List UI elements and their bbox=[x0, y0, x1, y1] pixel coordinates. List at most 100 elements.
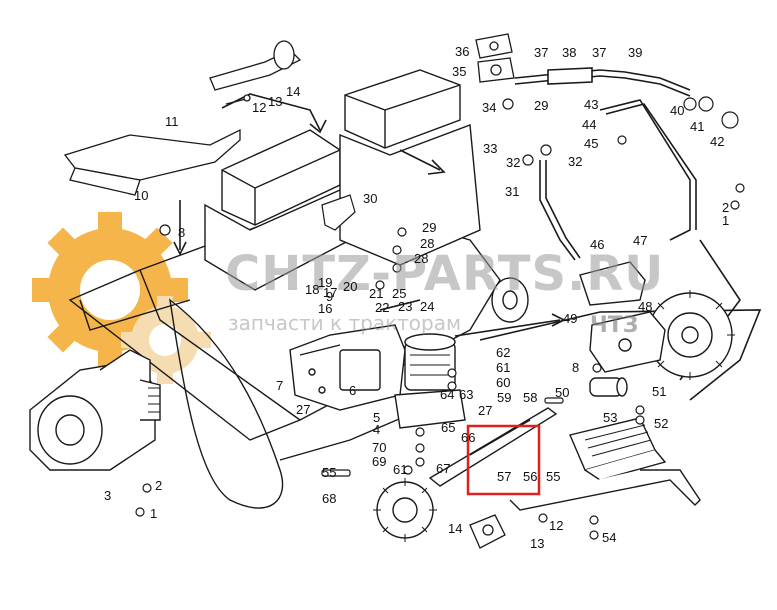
direction-arrows bbox=[173, 93, 762, 401]
gear-wheel-48 bbox=[645, 290, 735, 380]
callout-53: 53 bbox=[603, 410, 617, 425]
chassis-frame bbox=[68, 199, 501, 509]
callout-55: 55 bbox=[546, 469, 560, 484]
callout-69: 69 bbox=[372, 454, 386, 469]
callout-49: 49 bbox=[563, 311, 577, 326]
watermark-tagline: запчасти к тракторам bbox=[228, 311, 461, 335]
callout-48: 48 bbox=[638, 299, 652, 314]
callout-6: 6 bbox=[349, 383, 356, 398]
fuel-tank-left bbox=[204, 129, 351, 291]
callout-27: 27 bbox=[478, 403, 492, 418]
callout-8: 8 bbox=[572, 360, 579, 375]
callout-56: 56 bbox=[523, 469, 537, 484]
callout-51: 51 bbox=[652, 384, 666, 399]
gear-wheel-68 bbox=[373, 478, 437, 542]
callout-24: 24 bbox=[420, 299, 434, 314]
callout-21: 21 bbox=[369, 286, 383, 301]
callout-66: 66 bbox=[461, 430, 475, 445]
callout-44: 44 bbox=[582, 117, 596, 132]
fasteners bbox=[135, 96, 745, 540]
callout-32: 32 bbox=[568, 154, 582, 169]
callout-57: 57 bbox=[497, 469, 511, 484]
callout-52: 52 bbox=[654, 416, 668, 431]
pipes-upper-right bbox=[514, 67, 697, 261]
callout-43: 43 bbox=[584, 97, 598, 112]
callout-18: 18 bbox=[305, 282, 319, 297]
callout-12: 12 bbox=[252, 100, 266, 115]
filter-canister bbox=[394, 333, 466, 429]
callout-33: 33 bbox=[483, 141, 497, 156]
watermark-site: CHTZ-PARTS.RU bbox=[225, 246, 664, 302]
callout-40: 40 bbox=[670, 103, 684, 118]
callout-45: 45 bbox=[584, 136, 598, 151]
callout-58: 58 bbox=[523, 390, 537, 405]
callout-1: 1 bbox=[150, 506, 157, 521]
callout-14: 14 bbox=[286, 84, 300, 99]
callout-60: 60 bbox=[496, 375, 510, 390]
callout-11: 11 bbox=[165, 114, 179, 129]
highlight-box bbox=[466, 424, 541, 496]
callout-62: 62 bbox=[496, 345, 510, 360]
callout-20: 20 bbox=[343, 279, 357, 294]
callout-28: 28 bbox=[414, 251, 428, 266]
callout-37: 37 bbox=[534, 45, 548, 60]
callout-1: 1 bbox=[722, 213, 729, 228]
gear-logo-icon bbox=[32, 212, 211, 384]
callout-16: 16 bbox=[318, 301, 332, 316]
callout-14: 14 bbox=[448, 521, 462, 536]
bracket-plate-46 bbox=[579, 261, 646, 306]
callout-22: 22 bbox=[375, 300, 389, 315]
callout-2: 2 bbox=[722, 200, 729, 215]
callout-70: 70 bbox=[372, 440, 386, 455]
callout-68: 68 bbox=[322, 491, 336, 506]
callout-36: 36 bbox=[455, 44, 469, 59]
callout-9: 9 bbox=[326, 289, 333, 304]
foot-pedal-53 bbox=[509, 417, 701, 511]
callout-41: 41 bbox=[690, 119, 704, 134]
callout-65: 65 bbox=[441, 420, 455, 435]
callout-55: 55 bbox=[322, 465, 336, 480]
callout-13: 13 bbox=[530, 536, 544, 551]
callout-54: 54 bbox=[602, 530, 616, 545]
callout-10: 10 bbox=[134, 188, 148, 203]
callout-63: 63 bbox=[459, 387, 473, 402]
callout-17: 17 bbox=[323, 285, 337, 300]
distributor-block bbox=[289, 324, 406, 411]
callout-38: 38 bbox=[562, 45, 576, 60]
callout-28: 28 bbox=[420, 236, 434, 251]
bracket-49 bbox=[589, 311, 666, 373]
callout-25: 25 bbox=[392, 286, 406, 301]
callout-59: 59 bbox=[497, 390, 511, 405]
callout-5: 5 bbox=[373, 410, 380, 425]
hydraulic-pump-unit bbox=[29, 349, 161, 471]
callout-50: 50 bbox=[555, 385, 569, 400]
callout-46: 46 bbox=[590, 237, 604, 252]
callout-34: 34 bbox=[482, 100, 496, 115]
watermark-brand: ЧТЗ bbox=[590, 313, 638, 338]
callout-61: 61 bbox=[496, 360, 510, 375]
callout-42: 42 bbox=[710, 134, 724, 149]
callout-23: 23 bbox=[398, 299, 412, 314]
callout-labels: 1 2 2 1 3 4 5 6 7 8 8 9 10 11 12 13 14 1… bbox=[104, 44, 729, 551]
callout-32: 32 bbox=[506, 155, 520, 170]
callout-37: 37 bbox=[592, 45, 606, 60]
callout-61: 61 bbox=[393, 462, 407, 477]
callout-29: 29 bbox=[422, 220, 436, 235]
callout-29: 29 bbox=[534, 98, 548, 113]
callout-39: 39 bbox=[628, 45, 642, 60]
callout-12: 12 bbox=[549, 518, 563, 533]
callout-2: 2 bbox=[155, 478, 162, 493]
callout-31: 31 bbox=[505, 184, 519, 199]
callout-4: 4 bbox=[373, 422, 380, 437]
callout-67: 67 bbox=[436, 461, 450, 476]
callout-13: 13 bbox=[268, 94, 282, 109]
callout-64: 64 bbox=[440, 387, 454, 402]
callout-19: 19 bbox=[318, 275, 332, 290]
callout-47: 47 bbox=[633, 233, 647, 248]
callout-30: 30 bbox=[363, 191, 377, 206]
callout-35: 35 bbox=[452, 64, 466, 79]
callout-27: 27 bbox=[296, 402, 310, 417]
pedal-bracket-assembly bbox=[63, 40, 302, 196]
